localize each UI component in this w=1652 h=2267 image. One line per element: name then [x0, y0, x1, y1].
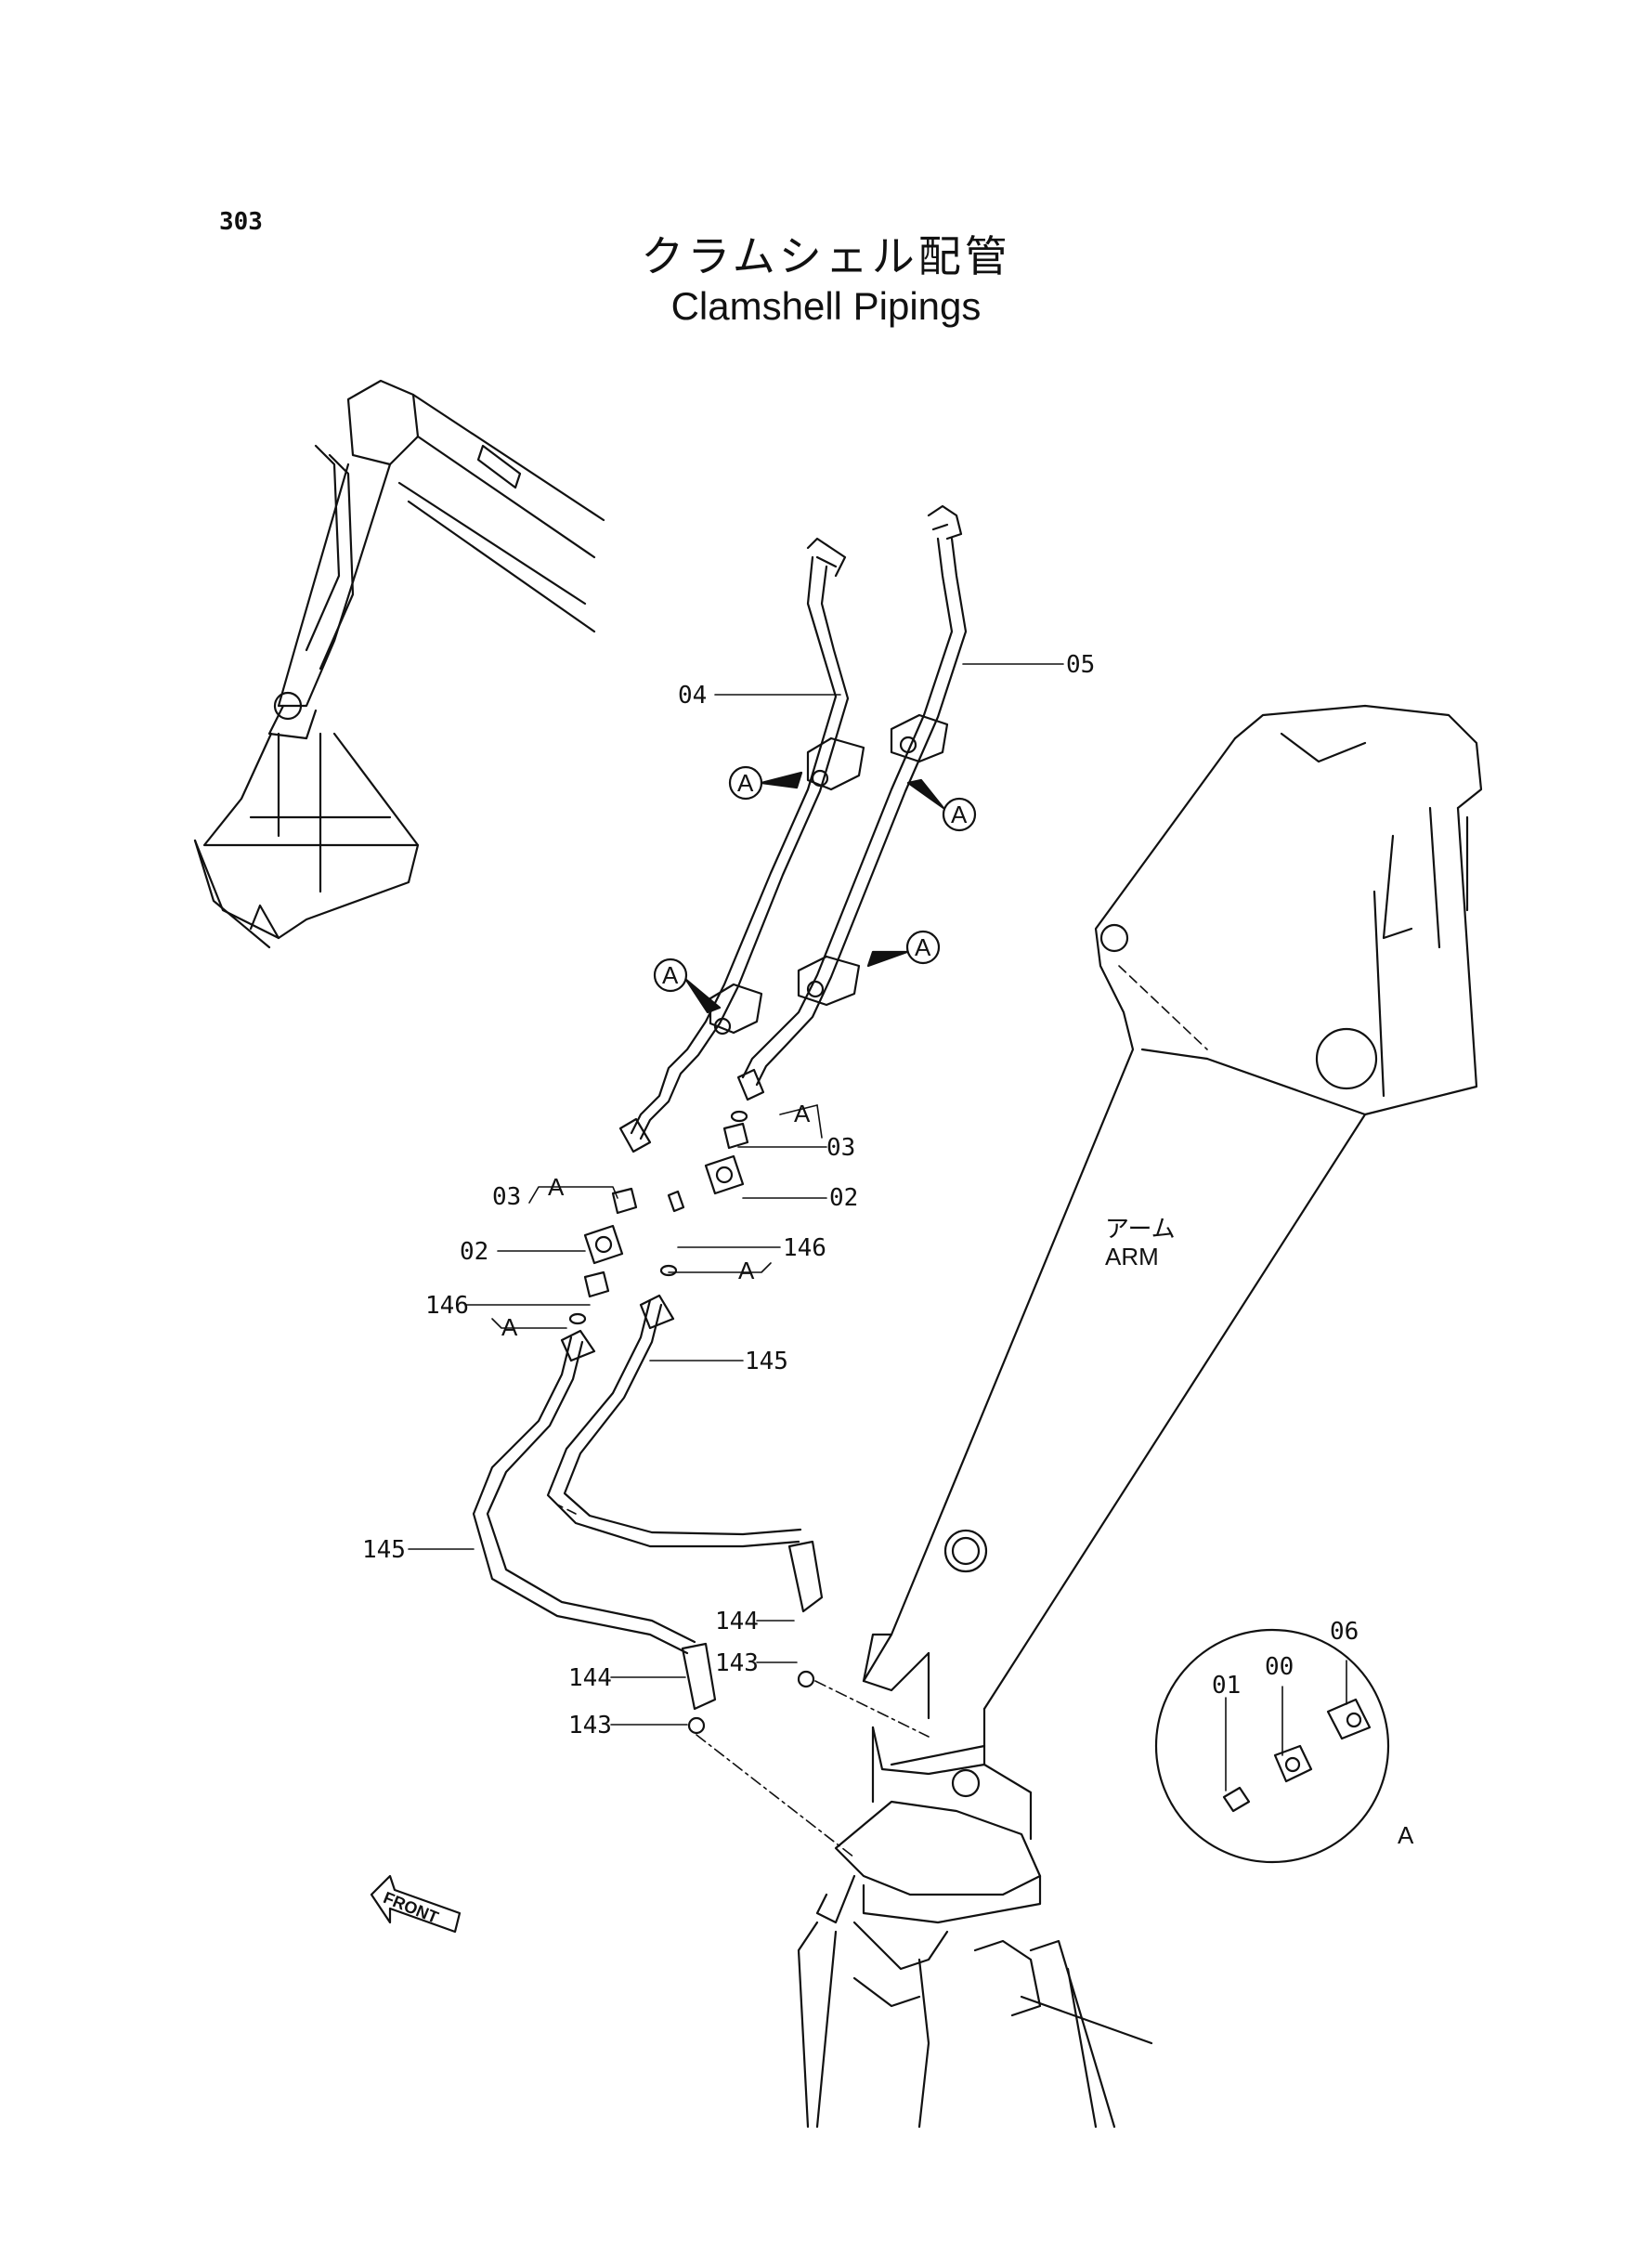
label-143-left: 143: [568, 1712, 612, 1739]
label-145-left: 145: [362, 1536, 406, 1564]
detail-label-06: 06: [1330, 1618, 1359, 1646]
front-direction-arrow: [370, 1874, 462, 1934]
ref-a-right-lower: A: [738, 1257, 755, 1284]
label-03-left: 03: [492, 1183, 521, 1211]
leader-lines: [408, 663, 1208, 1858]
part-number-labels: 04 05 03 03 02 02 146 146 145 145 144 14…: [362, 651, 1095, 1739]
detail-label-01: 01: [1212, 1672, 1241, 1700]
label-145-right: 145: [745, 1348, 788, 1375]
callout-a-2: A: [951, 801, 968, 828]
label-05: 05: [1066, 651, 1095, 679]
callout-markers: [653, 765, 977, 1014]
clamps: [709, 713, 949, 1036]
arm-illustration: [797, 704, 1483, 2129]
page-title-english: Clamshell Pipings: [670, 284, 982, 328]
pipe-04: [618, 537, 850, 1153]
reference-letters: A A A A A A A A: [501, 769, 968, 1341]
pipe-05: [736, 504, 968, 1101]
page-number: 303: [219, 208, 263, 236]
ref-a-left-upper: A: [548, 1173, 565, 1201]
label-04: 04: [678, 682, 707, 710]
hoses-145: [472, 1294, 824, 1735]
label-146-left: 146: [425, 1292, 469, 1320]
ref-a-right-upper: A: [794, 1100, 811, 1127]
fittings: [568, 1110, 749, 1325]
label-143-right: 143: [715, 1649, 759, 1677]
ref-a-left-lower: A: [501, 1313, 518, 1341]
arm-label-japanese: アーム: [1105, 1215, 1176, 1243]
callout-a-4: A: [915, 933, 931, 961]
label-03-right: 03: [826, 1134, 855, 1162]
label-144-right: 144: [715, 1608, 759, 1635]
overview-machine-illustration: [193, 379, 605, 949]
detail-a-labels: 01 00 06 A: [1212, 1618, 1414, 1849]
label-02-right: 02: [829, 1184, 858, 1212]
detail-ref-a: A: [1398, 1821, 1414, 1849]
callout-a-1: A: [737, 769, 754, 797]
label-146-right: 146: [783, 1234, 826, 1262]
callout-a-3: A: [662, 961, 679, 989]
label-02-left: 02: [460, 1238, 488, 1266]
label-144-left: 144: [568, 1664, 612, 1692]
arm-label-english: ARM: [1105, 1243, 1159, 1270]
page-title-japanese: クラムシェル配管: [641, 231, 1011, 281]
detail-a-inset: [1154, 1628, 1390, 1864]
detail-label-00: 00: [1265, 1653, 1294, 1681]
